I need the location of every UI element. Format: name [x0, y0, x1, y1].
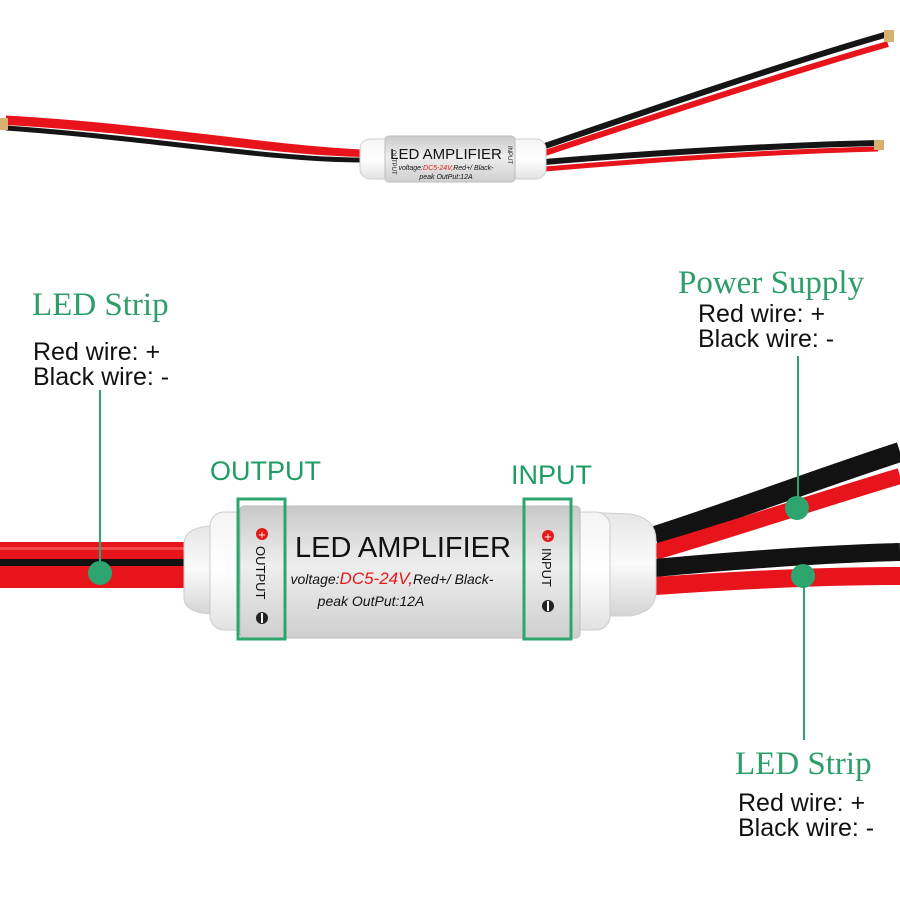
- main-product: LED AMPLIFIER voltage:DC5-24V,Red+/ Blac…: [0, 442, 900, 639]
- left-strip-title: LED Strip: [32, 287, 169, 323]
- svg-text:+: +: [258, 530, 266, 541]
- top-input-tag: INPUT: [506, 146, 512, 164]
- callout-overlays: [88, 356, 815, 740]
- input-plus-icon: [542, 530, 554, 542]
- top-output-tag: OUTPUT: [390, 150, 396, 175]
- top-peak-output: peak OutPut:12A: [418, 174, 473, 181]
- left-strip-black-wire: Black wire: -: [33, 363, 170, 391]
- top-voltage-prefix: voltage:: [398, 165, 423, 172]
- main-amplifier-label: [239, 505, 581, 639]
- right-strip-title: LED Strip: [735, 746, 872, 782]
- main-input-tag: INPUT: [539, 548, 554, 587]
- output-label: OUTPUT: [210, 456, 321, 486]
- main-amplifier-title: LED AMPLIFIER: [295, 532, 511, 564]
- top-voltage-suffix: Red+/ Black-: [453, 165, 494, 172]
- top-right-lower-red-wire: [544, 146, 879, 172]
- power-supply-title: Power Supply: [678, 265, 865, 301]
- top-left-black-wire: [5, 125, 363, 163]
- main-voltage-prefix: voltage:: [291, 571, 340, 587]
- output-plus-icon: [256, 528, 268, 540]
- main-voltage-value: DC5-24V,: [340, 569, 413, 588]
- right-strip-black-wire: Black wire: -: [738, 814, 875, 842]
- main-peak-output: peak OutPut:12A: [317, 593, 425, 609]
- left-strip-dot: [88, 561, 112, 585]
- top-voltage-value: DC5-24V,: [423, 165, 453, 172]
- power-red-wire: Red wire: +: [698, 300, 826, 328]
- power-dot: [785, 496, 809, 520]
- top-right-upper-red-wire: [544, 41, 889, 156]
- top-left-red-wire: [5, 119, 363, 157]
- top-product-photo: LED AMPLIFIER voltage:DC5-24V,Red+/ Blac…: [0, 30, 894, 183]
- power-black-wire: Black wire: -: [698, 325, 835, 353]
- main-right-upper-black-wire: [651, 442, 900, 546]
- main-output-tag: OUTPUT: [253, 546, 268, 600]
- top-amplifier-title: LED AMPLIFIER: [390, 146, 502, 163]
- top-right-lower-black-wire: [544, 140, 879, 165]
- right-strip-red-wire: Red wire: +: [738, 789, 866, 817]
- main-voltage-suffix: Red+/ Black-: [413, 571, 494, 587]
- input-highlight-box: [522, 497, 573, 641]
- main-right-upper-red-wire: [652, 468, 900, 560]
- svg-text:voltage:DC5-24V,Red+/ Black-: voltage:DC5-24V,Red+/ Black-: [398, 165, 494, 172]
- top-right-upper-black-wire: [544, 31, 889, 149]
- output-highlight-box: [236, 497, 287, 641]
- svg-text:voltage:DC5-24V,Red+/ Black-: voltage:DC5-24V,Red+/ Black-: [291, 569, 494, 588]
- right-strip-dot: [791, 564, 815, 588]
- main-right-lower-red-wire: [654, 567, 900, 595]
- input-label: INPUT: [511, 460, 592, 490]
- main-right-lower-black-wire: [654, 543, 900, 577]
- left-strip-red-wire: Red wire: +: [33, 338, 161, 366]
- svg-text:+: +: [544, 532, 552, 543]
